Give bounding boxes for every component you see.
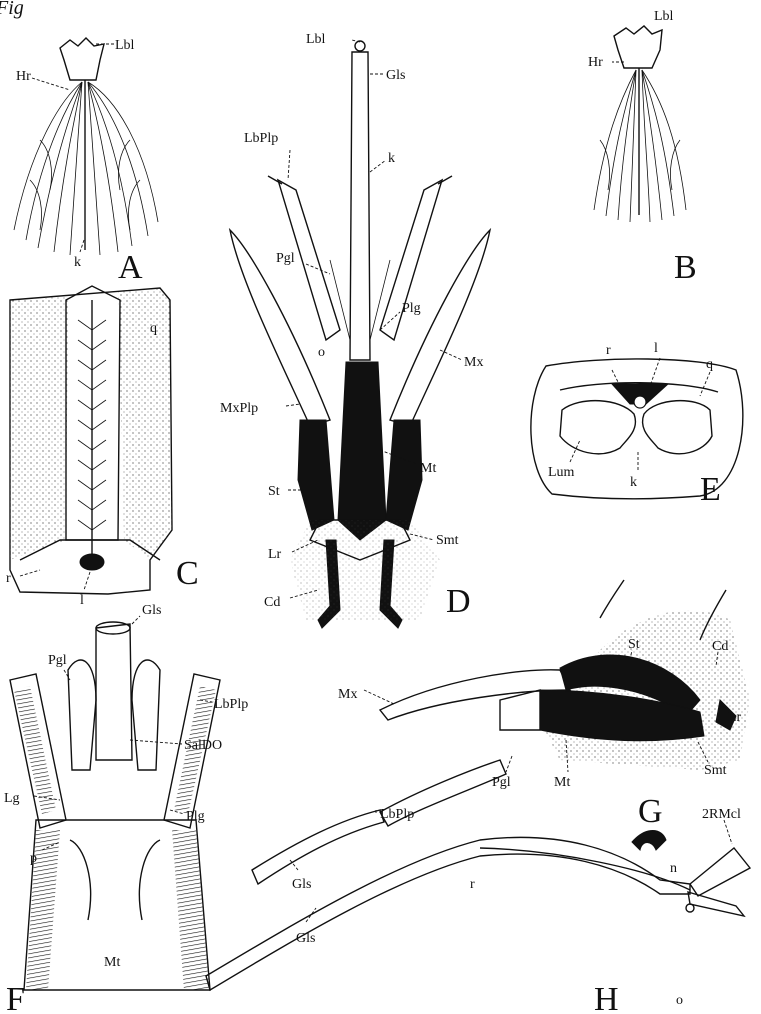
panel-c-drawing: [10, 286, 172, 594]
panel-letter-c: C: [176, 555, 199, 592]
label-h-o: o: [676, 993, 683, 1008]
label-d-mxplp: MxPlp: [220, 401, 258, 416]
label-h-n: n: [670, 861, 677, 876]
label-g-cd: Cd: [712, 639, 728, 654]
label-g-lr: Lr: [728, 710, 742, 725]
panel-letter-f: F: [6, 981, 25, 1014]
panel-g: St Cd Mx Lr Pgl Mt Smt LbPlp Gls G: [252, 580, 750, 892]
label-g-gls: Gls: [292, 877, 311, 892]
panel-a: Lbl Hr k A: [14, 38, 158, 286]
panel-e: r l q Lum k E: [531, 341, 743, 508]
label-e-r: r: [606, 343, 611, 358]
label-d-lbplp: LbPlp: [244, 131, 278, 146]
label-g-pgl: Pgl: [492, 775, 511, 790]
label-d-lbl: Lbl: [306, 32, 326, 47]
label-d-k: k: [388, 151, 395, 166]
label-f-pgl: Pgl: [48, 653, 67, 668]
label-f-lg: Lg: [4, 791, 20, 806]
label-f-plg: Plg: [186, 809, 205, 824]
label-a-hr: Hr: [16, 69, 31, 84]
panel-letter-b: B: [674, 249, 697, 286]
label-e-l: l: [654, 341, 658, 356]
label-d-cd: Cd: [264, 595, 280, 610]
label-d-lr: Lr: [268, 547, 282, 562]
label-f-p: p: [30, 851, 37, 866]
panel-letter-g: G: [638, 793, 663, 830]
label-e-k: k: [630, 475, 637, 490]
panel-h-drawing: [206, 831, 750, 991]
panel-f: Gls Pgl LbPlp SalDO Lg Plg p Mt F: [4, 603, 248, 1014]
label-g-st: St: [628, 637, 640, 652]
label-g-mt: Mt: [554, 775, 570, 790]
label-f-mt: Mt: [104, 955, 120, 970]
panel-b: Lbl Hr B: [588, 9, 697, 286]
panel-letter-e: E: [700, 471, 721, 508]
label-c-q: q: [150, 321, 157, 336]
label-d-mt: Mt: [420, 461, 436, 476]
label-f-gls: Gls: [142, 603, 161, 618]
panel-h: 2RMcl n r Gls o H: [206, 807, 750, 1014]
label-d-gls: Gls: [386, 68, 405, 83]
label-c-r: r: [6, 571, 11, 586]
label-g-mx: Mx: [338, 687, 357, 702]
label-g-smt: Smt: [704, 763, 727, 778]
panel-letter-d: D: [446, 583, 471, 620]
label-h-gls: Gls: [296, 931, 315, 946]
label-b-hr: Hr: [588, 55, 603, 70]
panel-d: Lbl Gls LbPlp k Pgl Plg o Mx MxPlp Mt St…: [220, 32, 490, 628]
label-d-smt: Smt: [436, 533, 459, 548]
label-d-o: o: [318, 345, 325, 360]
label-d-mx: Mx: [464, 355, 483, 370]
panel-a-drawing: [14, 38, 158, 255]
panel-letter-h: H: [594, 981, 619, 1014]
label-f-lbplp: LbPlp: [214, 697, 248, 712]
panel-letter-a: A: [118, 249, 143, 286]
panel-f-drawing: [10, 622, 220, 990]
figure-title: Fig: [0, 0, 24, 19]
label-h-r: r: [470, 877, 475, 892]
label-d-st: St: [268, 484, 280, 499]
label-g-lbplp: LbPlp: [380, 807, 414, 822]
label-d-plg: Plg: [402, 301, 421, 316]
label-b-lbl: Lbl: [654, 9, 674, 24]
label-a-k: k: [74, 255, 81, 270]
label-e-lum: Lum: [548, 465, 575, 480]
panel-c: q r l C: [6, 286, 199, 608]
label-e-q: q: [706, 357, 713, 372]
label-h-rmcl: 2RMcl: [702, 807, 741, 822]
label-d-pgl: Pgl: [276, 251, 295, 266]
panel-b-drawing: [594, 26, 686, 222]
label-a-lbl: Lbl: [115, 38, 135, 53]
label-f-saldo: SalDO: [184, 738, 222, 753]
label-c-l: l: [80, 593, 84, 608]
